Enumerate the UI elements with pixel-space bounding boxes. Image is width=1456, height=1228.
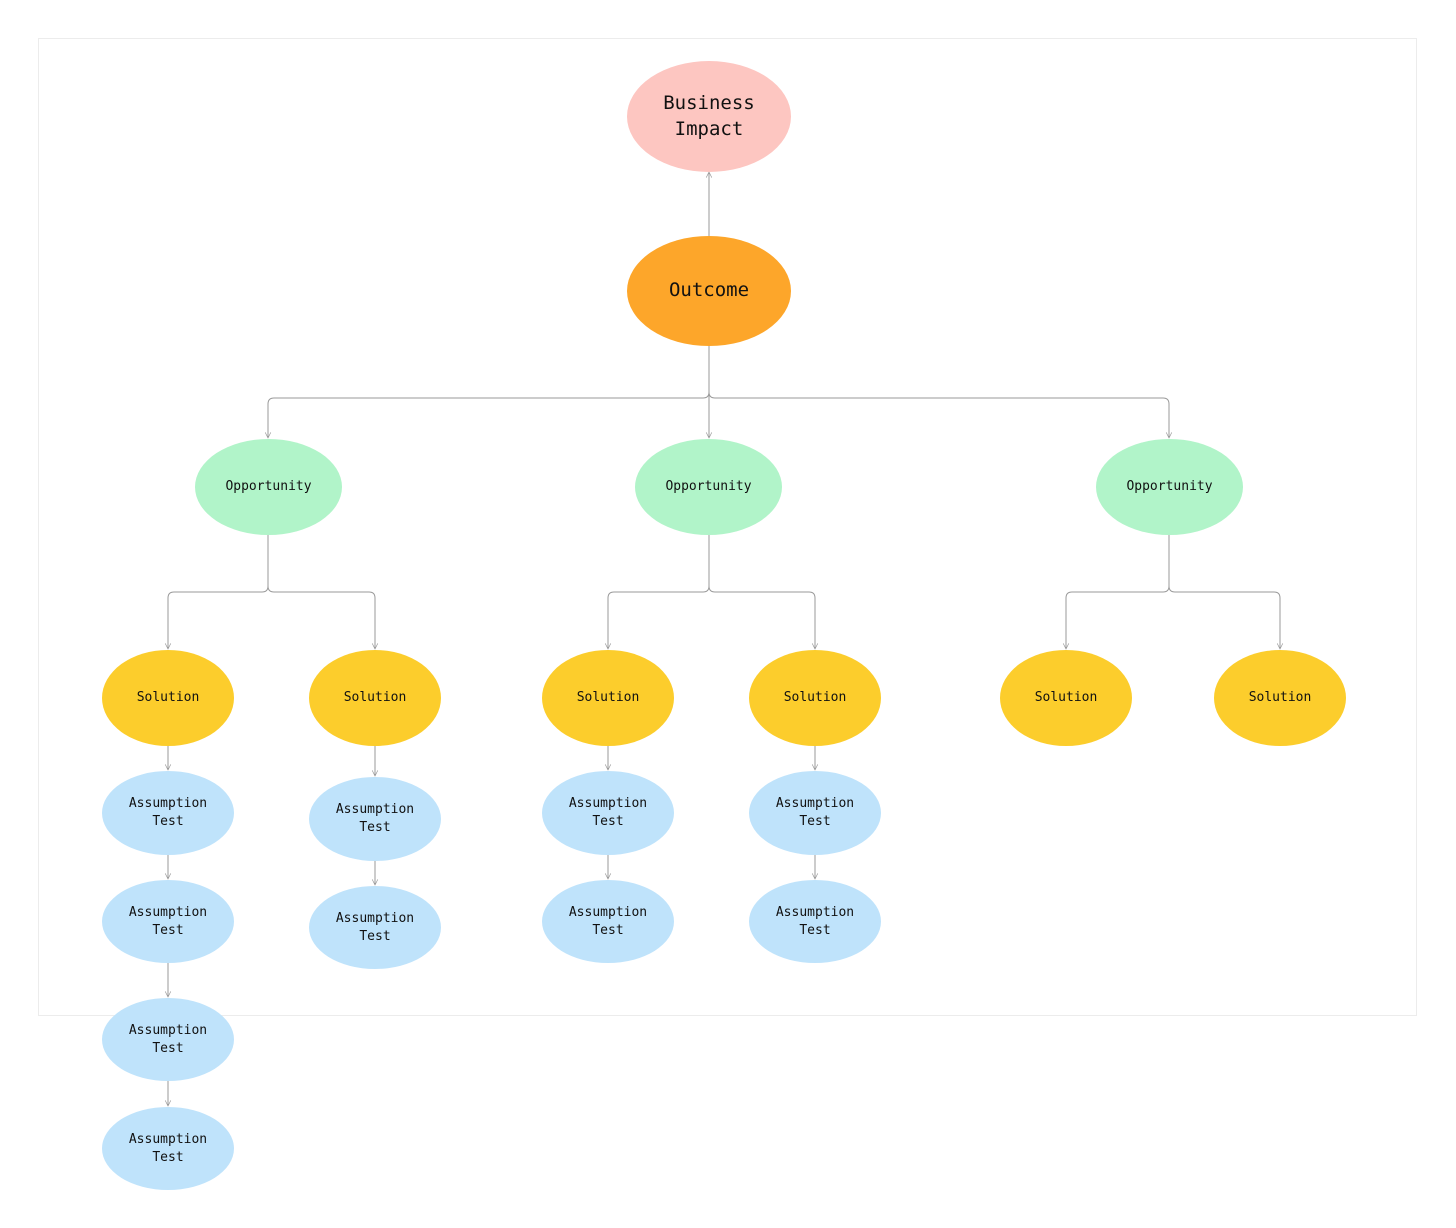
assumption-test-node[interactable]: Assumption Test bbox=[749, 880, 881, 963]
assumption-test-node[interactable]: Assumption Test bbox=[102, 771, 234, 855]
opportunity-label: Opportunity bbox=[1126, 479, 1213, 495]
assumption-test-node[interactable]: Assumption Test bbox=[102, 998, 234, 1081]
assumption-test-label: Assumption Test bbox=[335, 910, 415, 944]
solution-node[interactable]: Solution bbox=[1000, 650, 1132, 746]
assumption-test-node[interactable]: Assumption Test bbox=[309, 777, 441, 861]
assumption-test-label: Assumption Test bbox=[128, 1022, 208, 1056]
opportunity-label: Opportunity bbox=[225, 479, 312, 495]
opportunity-label: Opportunity bbox=[665, 479, 752, 495]
assumption-test-label: Assumption Test bbox=[128, 796, 208, 829]
solution-label: Solution bbox=[1034, 690, 1098, 706]
solution-label: Solution bbox=[1248, 690, 1312, 706]
assumption-test-node[interactable]: Assumption Test bbox=[309, 886, 441, 969]
assumption-test-label: Assumption Test bbox=[568, 904, 648, 938]
business-impact-node[interactable]: Business Impact bbox=[627, 61, 791, 172]
assumption-test-node[interactable]: Assumption Test bbox=[542, 880, 674, 963]
assumption-test-label: Assumption Test bbox=[335, 802, 415, 835]
outcome-label: Outcome bbox=[668, 279, 750, 302]
assumption-test-node[interactable]: Assumption Test bbox=[749, 771, 881, 855]
solution-node[interactable]: Solution bbox=[102, 650, 234, 746]
solution-node[interactable]: Solution bbox=[542, 650, 674, 746]
solution-node[interactable]: Solution bbox=[1214, 650, 1346, 746]
opportunity-node[interactable]: Opportunity bbox=[1096, 439, 1243, 535]
assumption-test-node[interactable]: Assumption Test bbox=[102, 1107, 234, 1190]
assumption-test-label: Assumption Test bbox=[568, 796, 648, 829]
assumption-test-label: Assumption Test bbox=[128, 904, 208, 938]
assumption-test-label: Assumption Test bbox=[128, 1131, 208, 1165]
solution-label: Solution bbox=[136, 690, 200, 706]
opportunity-node[interactable]: Opportunity bbox=[635, 439, 782, 535]
solution-label: Solution bbox=[783, 690, 847, 706]
assumption-test-label: Assumption Test bbox=[775, 796, 855, 829]
opportunity-node[interactable]: Opportunity bbox=[195, 439, 342, 535]
assumption-test-node[interactable]: Assumption Test bbox=[542, 771, 674, 855]
solution-label: Solution bbox=[576, 690, 640, 706]
solution-node[interactable]: Solution bbox=[749, 650, 881, 746]
solution-label: Solution bbox=[343, 690, 407, 706]
assumption-test-node[interactable]: Assumption Test bbox=[102, 880, 234, 963]
outcome-node[interactable]: Outcome bbox=[627, 236, 791, 346]
assumption-test-label: Assumption Test bbox=[775, 904, 855, 938]
business-impact-label: Business Impact bbox=[663, 91, 755, 140]
solution-node[interactable]: Solution bbox=[309, 650, 441, 746]
